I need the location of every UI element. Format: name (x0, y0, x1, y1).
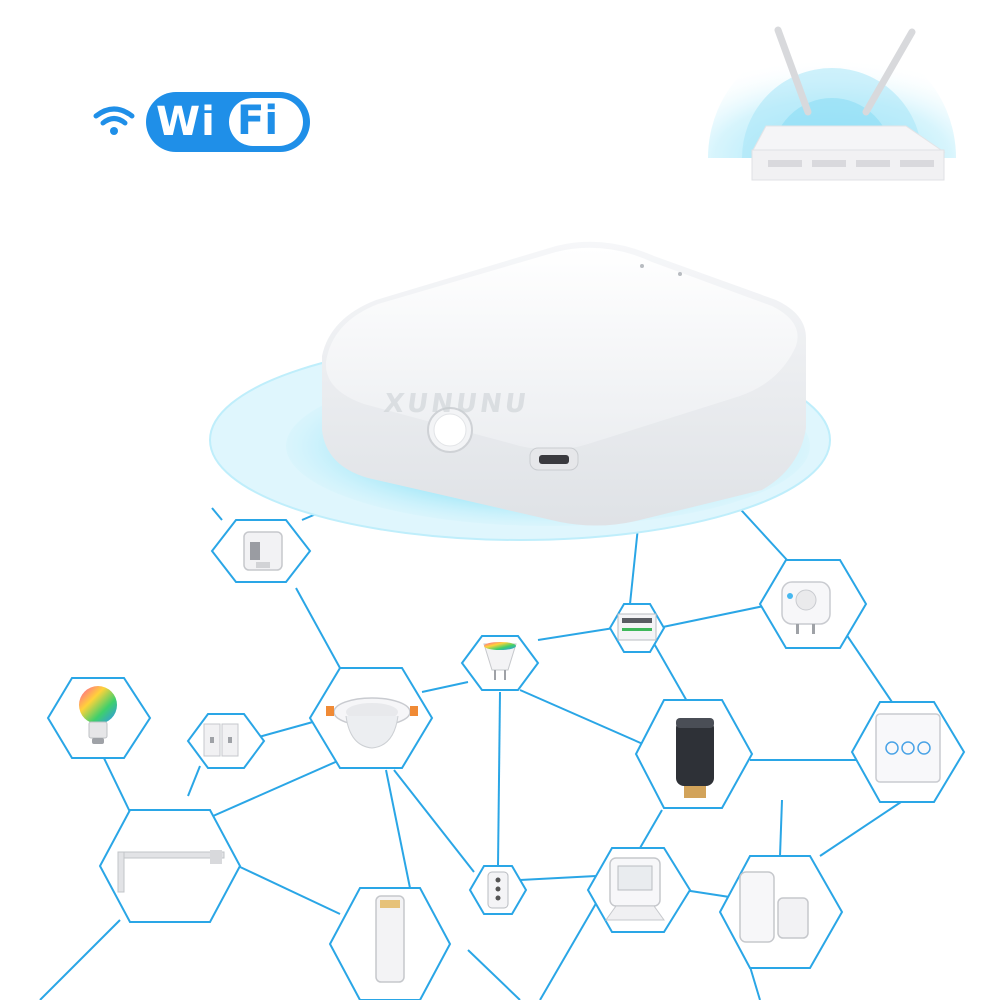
downlight-icon (326, 697, 418, 749)
wifi-signal-icon (93, 106, 135, 135)
gu10-bulb-icon (483, 642, 517, 680)
device-curtain-track (98, 809, 242, 923)
switch-bot-icon (243, 531, 283, 571)
rgb-bulb-icon (79, 686, 117, 744)
wifi-logo: Wi Fi (146, 92, 310, 152)
remote-control-icon (487, 871, 509, 909)
wifi-router-icon (708, 26, 956, 181)
thermostat-valve-icon (676, 718, 714, 798)
device-roller-motor (328, 887, 452, 1000)
curtain-track-icon (117, 850, 225, 893)
smart-plug-icon (781, 581, 831, 634)
network-lines (39, 475, 905, 1000)
wifi-badge: Wi Fi (92, 90, 312, 154)
wifi-logo-wi: Wi (156, 99, 216, 145)
wifi-logo-fi: Fi (237, 98, 279, 144)
device-downlight (308, 667, 434, 769)
temperature-humidity-sensor-icon (605, 857, 665, 921)
device-radiator-valve (634, 699, 754, 809)
curtain-switch-icon (875, 713, 941, 783)
device-fingerbot (210, 519, 312, 583)
device-smart-plug (758, 559, 868, 649)
zigbee-hub-icon (322, 241, 806, 526)
device-curtain-switch (850, 701, 966, 803)
device-remote (468, 865, 528, 915)
wall-relay-icon (203, 723, 239, 757)
device-rgb-bulb (46, 677, 152, 759)
device-temp-sensor (586, 847, 692, 933)
breaker-module-icon (617, 613, 657, 641)
door-window-sensor-icon (739, 871, 809, 943)
device-breaker-module (608, 603, 666, 653)
device-gu10-bulb (460, 635, 540, 691)
device-relay-switch (186, 713, 266, 769)
device-door-sensor (718, 855, 844, 969)
roller-motor-icon (375, 895, 405, 983)
brand-watermark: XUNUNU (381, 389, 532, 419)
